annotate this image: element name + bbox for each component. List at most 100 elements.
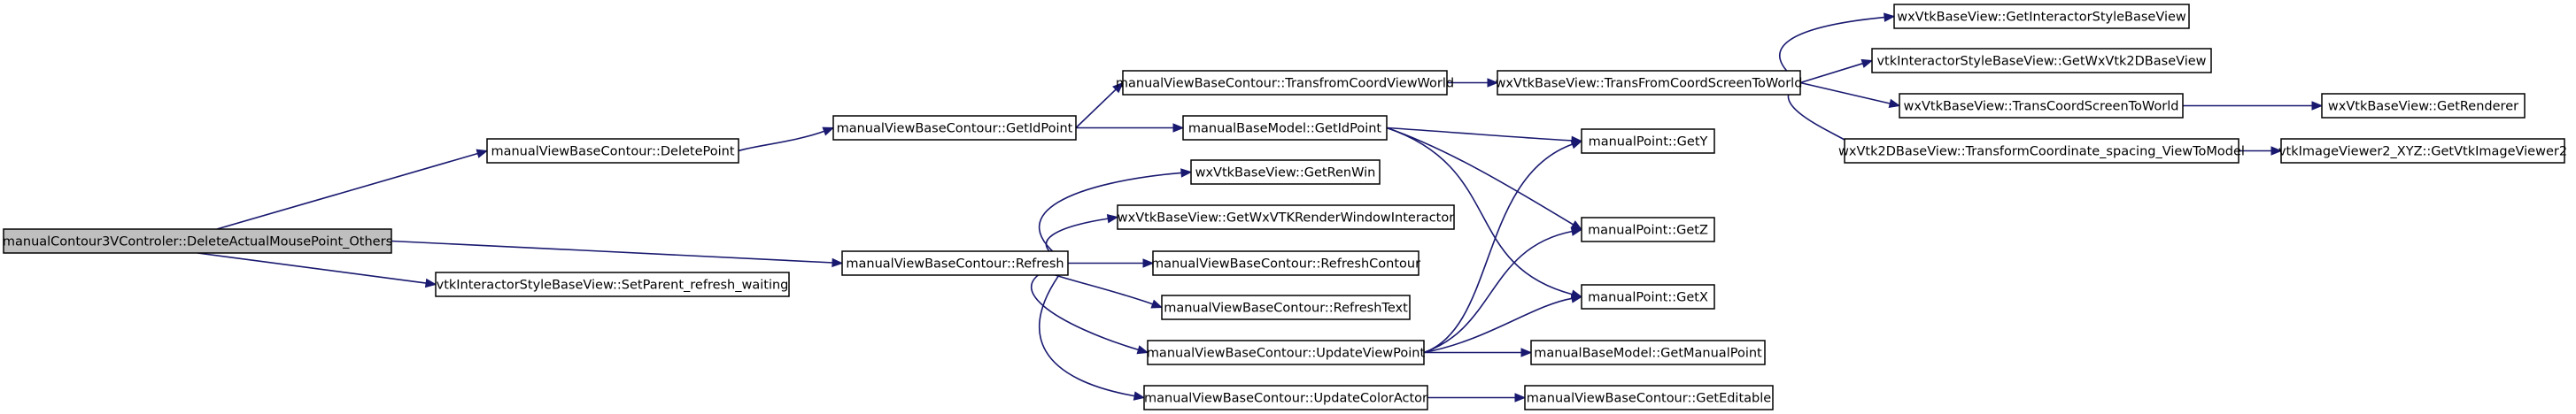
edge-getIdPoint-to-transfromCoord [1075,81,1124,129]
edge-line [1799,81,1891,105]
node-box [1581,217,1715,242]
edge-arrowhead [1106,214,1119,224]
node-label: wxVtkBaseView::GetRenWin [1195,166,1376,180]
edge-arrowhead [1172,123,1185,133]
node-box [1147,340,1425,365]
edge-arrowhead [1150,299,1164,309]
edge-arrowhead [1133,391,1146,401]
node-box [1143,385,1428,410]
node-label: manualViewBaseContour::UpdateColorActor [1144,392,1427,406]
node-label: wxVtkBaseView::GetInteractorStyleBaseVie… [1897,11,2186,25]
node-label: wxVtk2DBaseView::TransformCoordinate_spa… [1838,145,2245,159]
node-box [435,272,790,297]
node-label: manualBaseModel::GetIdPoint [1188,122,1382,136]
edge-updateViewPoint-to-getY [1423,140,1583,354]
node-box [3,228,392,254]
node-refreshContour[interactable]: manualViewBaseContour::RefreshContour [1151,250,1420,276]
edge-arrowhead [1570,226,1583,236]
edge-arrowhead [832,257,844,268]
edge-arrowhead [1487,78,1499,88]
node-box [2280,138,2565,164]
node-getWxVtk2D[interactable]: vtkInteractorStyleBaseView::GetWxVtk2DBa… [1871,48,2212,73]
node-box [1581,284,1715,310]
node-getIdPoint[interactable]: manualViewBaseContour::GetIdPoint [832,115,1077,141]
node-box [486,138,739,164]
node-label: manualPoint::GetZ [1588,224,1708,238]
edge-line [197,252,428,284]
edge-transFromCoordScreen-to-getWxVtk2D [1799,58,1874,84]
edge-line [391,240,834,264]
edge-transformCoordinate-to-getVtkImageViewer [2239,146,2283,156]
edge-line [1423,230,1574,354]
node-label: manualViewBaseContour::DeletePoint [491,145,734,159]
edge-arrowhead [1112,81,1124,94]
nodes-layer: manualContour3VControler::DeleteActualMo… [3,4,2567,410]
node-refresh[interactable]: manualViewBaseContour::Refresh [841,250,1069,276]
node-box [1844,138,2239,164]
edge-getIdPoint-to-modelGetIdPoint [1076,123,1185,133]
node-box [2321,93,2526,119]
edge-line [1386,126,1574,295]
node-label: wxVtkBaseView::GetRenderer [2328,100,2518,114]
node-getY[interactable]: manualPoint::GetY [1581,128,1715,154]
node-root[interactable]: manualContour3VControler::DeleteActualMo… [3,228,392,254]
node-transformCoordinate[interactable]: wxVtk2DBaseView::TransformCoordinate_spa… [1838,138,2245,164]
node-getZ[interactable]: manualPoint::GetZ [1581,217,1715,242]
edge-root-to-refresh [391,240,844,268]
edge-arrowhead [1570,294,1583,303]
node-transFromCoordScreen[interactable]: wxVtkBaseView::TransFromCoordScreenToWor… [1496,70,1803,96]
node-label: manualViewBaseContour::UpdateViewPoint [1147,347,1426,361]
node-transCoordScreen[interactable]: wxVtkBaseView::TransCoordScreenToWorld [1899,93,2184,119]
node-box [1530,340,1766,365]
node-box [1581,128,1715,154]
edge-line [1799,62,1864,84]
edge-arrowhead [2270,146,2283,156]
node-getInteractorStyle[interactable]: wxVtkBaseView::GetInteractorStyleBaseVie… [1893,4,2190,29]
node-getX[interactable]: manualPoint::GetX [1581,284,1715,310]
node-label: manualPoint::GetY [1589,135,1708,150]
node-label: manualViewBaseContour::RefreshContour [1151,257,1420,272]
node-setParentRefresh[interactable]: vtkInteractorStyleBaseView::SetParent_re… [435,272,790,297]
node-label: manualContour3VControler::DeleteActualMo… [3,235,392,249]
edge-line [738,130,825,152]
edges-layer [197,12,2324,402]
node-box [1190,159,1381,185]
edge-line [1031,262,1140,351]
node-box [1161,295,1411,320]
node-getManualPoint[interactable]: manualBaseModel::GetManualPoint [1530,340,1766,365]
node-label: manualViewBaseContour::RefreshText [1164,302,1408,316]
edge-line [1423,143,1574,354]
node-label: manualViewBaseContour::GetIdPoint [837,122,1073,136]
node-updateColorActor[interactable]: manualViewBaseContour::UpdateColorActor [1143,385,1428,410]
node-getRenWin[interactable]: wxVtkBaseView::GetRenWin [1190,159,1381,185]
edge-line [1386,126,1574,142]
node-getRenderer[interactable]: wxVtkBaseView::GetRenderer [2321,93,2526,119]
edge-updateViewPoint-to-getZ [1423,226,1583,354]
edge-line [1075,88,1118,129]
edge-arrowhead [1136,345,1149,355]
edge-arrowhead [1570,140,1583,150]
node-label: vtkInteractorStyleBaseView::SetParent_re… [437,279,789,293]
node-label: wxVtkBaseView::GetWxVTKRenderWindowInter… [1118,211,1454,226]
node-getEditable[interactable]: manualViewBaseContour::GetEditable [1524,385,1774,410]
node-refreshText[interactable]: manualViewBaseContour::RefreshText [1161,295,1411,320]
node-getWxVTKRender[interactable]: wxVtkBaseView::GetWxVTKRenderWindowInter… [1117,204,1455,230]
edge-root-to-setParentRefresh [197,252,437,288]
edge-updateColorActor-to-getEditable [1427,393,1527,402]
edge-line [216,152,479,230]
edge-line [1386,126,1574,226]
edge-deletePoint-to-getIdPoint [738,126,835,152]
node-label: manualViewBaseContour::TransfromCoordVie… [1116,77,1454,91]
node-box [1182,115,1388,141]
node-deletePoint[interactable]: manualViewBaseContour::DeletePoint [486,138,739,164]
node-modelGetIdPoint[interactable]: manualBaseModel::GetIdPoint [1182,115,1388,141]
node-box [832,115,1077,141]
node-box [841,250,1069,276]
node-getVtkImageViewer[interactable]: vtkImageViewer2_XYZ::GetVtkImageViewer2 [2278,138,2567,164]
node-label: manualViewBaseContour::Refresh [846,257,1064,272]
edge-arrowhead [476,149,489,158]
node-updateViewPoint[interactable]: manualViewBaseContour::UpdateViewPoint [1147,340,1426,365]
edge-updateViewPoint-to-getX [1423,294,1583,354]
node-transfromCoord[interactable]: manualViewBaseContour::TransfromCoordVie… [1116,70,1454,96]
